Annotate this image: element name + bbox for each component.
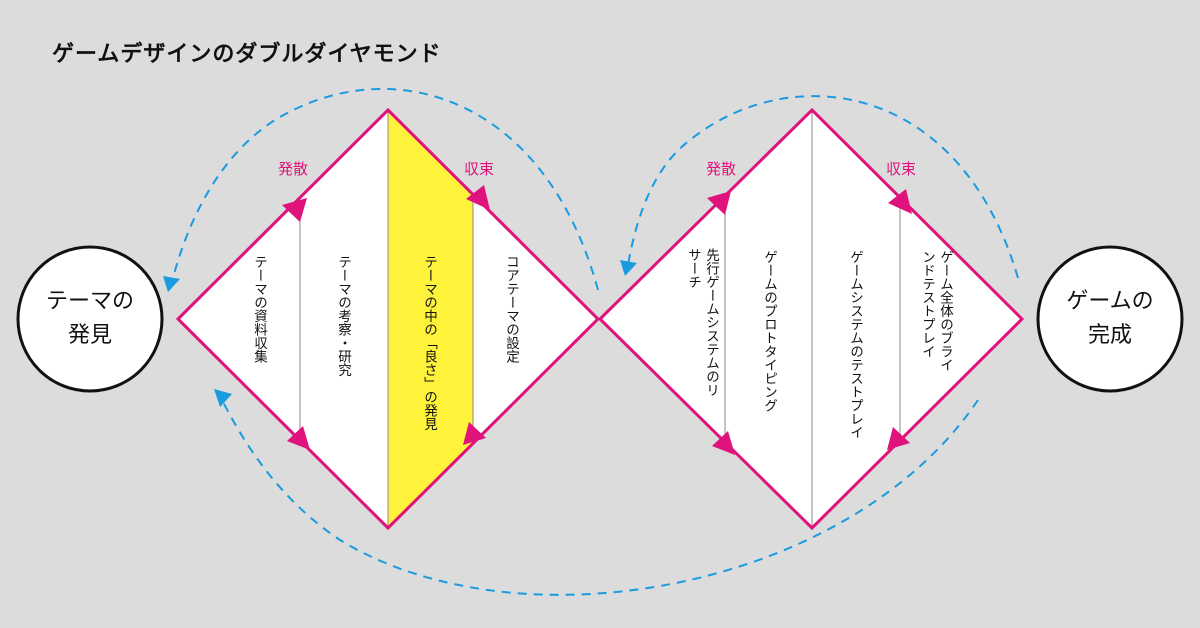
loop-arrowhead-top-left bbox=[163, 276, 180, 292]
end-circle bbox=[1036, 245, 1184, 393]
arrowhead-d2-lower-left bbox=[712, 431, 735, 455]
phase-label-d1-converge: 収束 bbox=[464, 160, 495, 178]
arrowhead-d1-lower-left bbox=[287, 426, 310, 450]
phase-label-d2-diverge: 発散 bbox=[706, 160, 737, 178]
step-d1-3: テーマの中の「良さ」の発見 bbox=[421, 255, 437, 431]
loop-arrow-top-right bbox=[627, 95, 1019, 279]
start-label-line-1: テーマの bbox=[45, 289, 134, 314]
diamond-1-highlight bbox=[388, 110, 473, 528]
arrowhead-d2-upper-left bbox=[707, 191, 731, 215]
step-d1-4: コアテーマの設定 bbox=[503, 255, 519, 363]
end-label-line-1: ゲームの bbox=[1066, 289, 1154, 314]
diamond-2-outline bbox=[597, 107, 1025, 531]
arrowhead-d2-upper-right bbox=[888, 189, 912, 214]
phase-label-d1-diverge: 発散 bbox=[278, 160, 309, 178]
diamond-2 bbox=[600, 110, 1022, 528]
loop-arrowhead-top-right bbox=[620, 260, 637, 276]
step-d1-2: テーマの考察・研究 bbox=[335, 255, 351, 377]
step-d2-3: ゲームシステムのテストプレイ bbox=[847, 250, 863, 439]
arrowhead-d1-upper-right bbox=[466, 185, 490, 210]
arrowhead-d1-lower-right bbox=[463, 422, 486, 445]
loop-arrow-bottom bbox=[221, 399, 979, 596]
end-label: ゲームの 完成 bbox=[1050, 285, 1170, 353]
end-label-line-2: 完成 bbox=[1087, 323, 1132, 348]
step-d2-2: ゲームのプロトタイピング bbox=[761, 250, 777, 412]
step-d2-4: ゲーム全体のブラインドテストプレイ bbox=[919, 250, 953, 372]
step-d1-1: テーマの資料収集 bbox=[251, 255, 267, 363]
loop-arrowhead-bottom bbox=[214, 389, 232, 407]
diagram-title: ゲームデザインのダブルダイヤモンド bbox=[52, 42, 442, 67]
arrowhead-d2-lower-right bbox=[887, 427, 910, 450]
start-circle bbox=[16, 245, 164, 393]
step-d2-1: 先行ゲームシステムのリサーチ bbox=[685, 248, 719, 397]
start-label-line-2: 発見 bbox=[67, 323, 112, 348]
phase-label-d2-converge: 収束 bbox=[886, 160, 917, 178]
arrowhead-d1-upper-left bbox=[282, 198, 307, 222]
start-label: テーマの 発見 bbox=[30, 285, 150, 353]
